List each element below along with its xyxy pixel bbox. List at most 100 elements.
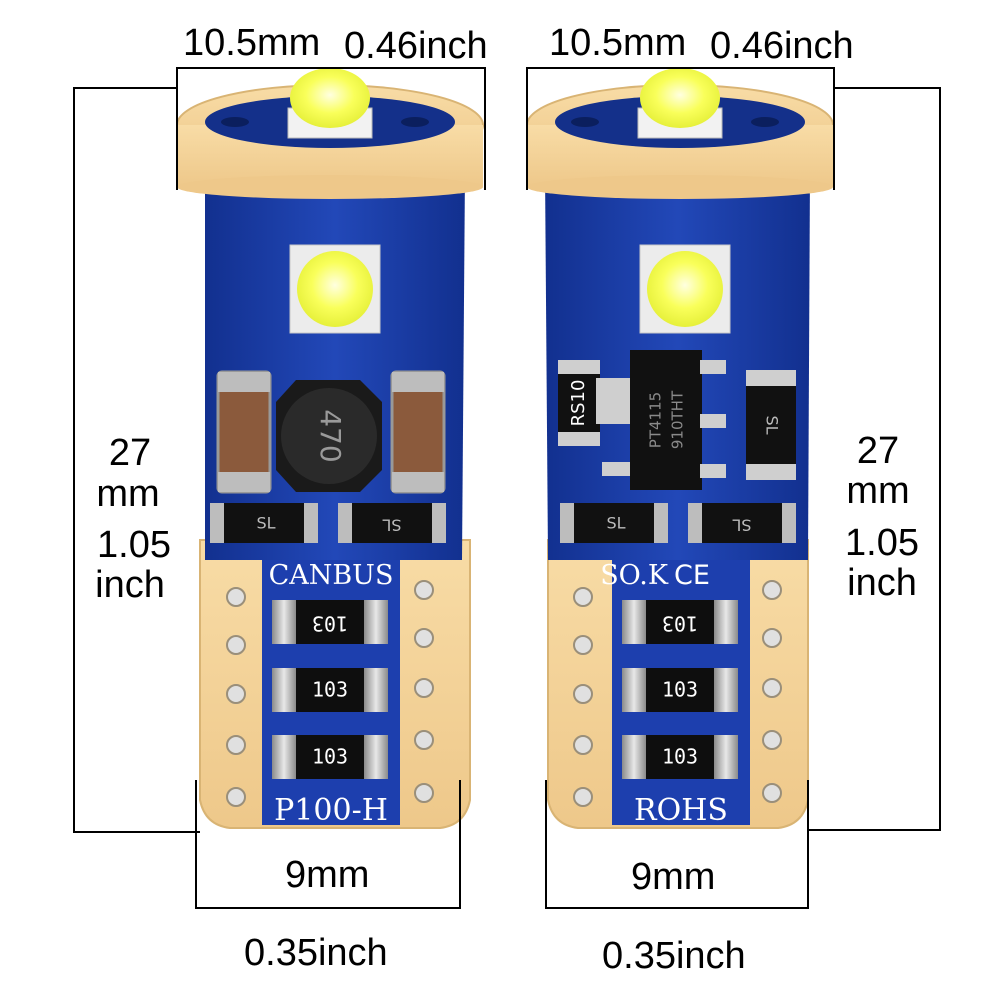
resistor-marking: 103: [662, 612, 698, 636]
collar-bottom: [177, 175, 483, 199]
dim-label-width-mm-left: 10.5mm: [183, 22, 321, 64]
dim-base-width-left: [195, 780, 461, 909]
shunt-lead: [558, 360, 600, 374]
diode: [688, 503, 796, 543]
contact-dot: [414, 678, 434, 698]
dim-label-base-inch-left: 0.35inch: [244, 932, 388, 974]
contact-dot: [226, 787, 246, 807]
resistor-lead: [714, 668, 738, 712]
capacitor-end: [218, 472, 270, 492]
inductor-marking: 470: [314, 409, 347, 462]
resistor-lead: [714, 600, 738, 644]
ic-body: [630, 350, 702, 490]
dim-label-height-mm-unit-left: mm: [96, 473, 160, 515]
silk-top: CANBUS: [269, 560, 394, 591]
dim-label-width-mm-right: 10.5mm: [549, 22, 687, 64]
ic-pin: [700, 414, 726, 428]
diode-lead: [432, 503, 446, 543]
collar-slot: [221, 117, 249, 127]
pcb-body: [205, 170, 465, 560]
ic-pin: [602, 462, 630, 476]
contact-dots-left: [573, 587, 593, 807]
bulb-left: 470 SL SL CANBUS P100-H 103 103: [176, 68, 484, 829]
contact-dot: [414, 628, 434, 648]
collar-slot: [751, 117, 779, 127]
dim-height-left: [73, 87, 200, 833]
dim-label-base-inch-right: 0.35inch: [602, 935, 746, 977]
diode-lead: [338, 503, 352, 543]
diode: [210, 503, 318, 543]
diode-lead: [746, 464, 796, 480]
capacitor-end: [392, 472, 444, 492]
diode-lead: [210, 503, 224, 543]
resistor-lead: [364, 668, 388, 712]
resistor-marking: 103: [662, 745, 698, 769]
dim-label-height-mm-unit-right: mm: [846, 470, 910, 512]
dim-label-base-mm-left: 9mm: [285, 854, 370, 896]
resistor-marking: 103: [662, 678, 698, 702]
dim-top-width-left: [176, 67, 486, 190]
shunt-resistor: [558, 360, 600, 446]
inductor-top: [281, 388, 377, 484]
resistor-group: 103 103 103: [272, 600, 388, 779]
dim-top-width-right: [526, 67, 835, 190]
diode-lead: [304, 503, 318, 543]
contact-dot: [762, 783, 782, 803]
dim-label-width-inch-left: 0.46inch: [344, 25, 488, 67]
contact-dots-right: [414, 580, 434, 803]
resistor-lead: [714, 735, 738, 779]
resistor-lead: [622, 600, 646, 644]
capacitor-end: [392, 372, 444, 392]
contact-dot: [573, 684, 593, 704]
silk-top: SO.K: [600, 560, 669, 591]
dim-label-height-inch-value-right: 1.05: [845, 522, 919, 564]
contact-dot: [226, 635, 246, 655]
silk-bottom: P100-H: [274, 793, 388, 828]
contact-dot: [762, 730, 782, 750]
top-led: [290, 68, 370, 128]
collar-slot: [571, 117, 599, 127]
resistor-lead: [622, 735, 646, 779]
diode-marking: SL: [382, 516, 401, 535]
contact-dot: [226, 587, 246, 607]
side-led: [297, 251, 373, 327]
bulb-right: RS10 PT4115 910THT SL SL SL SO.: [526, 68, 834, 829]
diode-marking: SL: [606, 514, 625, 533]
contact-dot: [414, 783, 434, 803]
contact-dot: [762, 628, 782, 648]
dim-label-height-inch-value-left: 1.05: [97, 524, 171, 566]
diode-lead: [688, 503, 702, 543]
diode-lead: [746, 370, 796, 386]
resistor-marking: 103: [312, 745, 348, 769]
resistor-lead: [622, 668, 646, 712]
contact-dot: [226, 684, 246, 704]
contact-dot: [573, 635, 593, 655]
ic-pin: [700, 360, 726, 374]
top-led: [640, 68, 720, 128]
diode-marking: SL: [256, 514, 275, 533]
dim-base-width-right: [545, 780, 809, 909]
contact-dot: [573, 735, 593, 755]
diode: [560, 503, 668, 543]
silk-ce-mark: CE: [674, 560, 710, 591]
dim-height-right: [808, 87, 941, 831]
diode-marking: SL: [763, 415, 782, 434]
diode-lead: [654, 503, 668, 543]
ic-pin: [700, 464, 726, 478]
resistor-lead: [364, 735, 388, 779]
dim-label-height-mm-value-right: 27: [856, 430, 900, 472]
capacitor-end: [218, 372, 270, 392]
contact-dot: [573, 787, 593, 807]
ic-marking-1: PT4115: [647, 392, 665, 448]
silk-bottom: ROHS: [634, 793, 728, 828]
dim-label-base-mm-right: 9mm: [631, 856, 716, 898]
shunt-lead: [558, 432, 600, 446]
collar-bottom: [527, 175, 833, 199]
contact-dot: [226, 735, 246, 755]
side-led: [647, 251, 723, 327]
resistor-group: 103 103 103: [622, 600, 738, 779]
diode: [338, 503, 446, 543]
contact-dot: [762, 580, 782, 600]
shunt-marking: RS10: [568, 380, 589, 427]
